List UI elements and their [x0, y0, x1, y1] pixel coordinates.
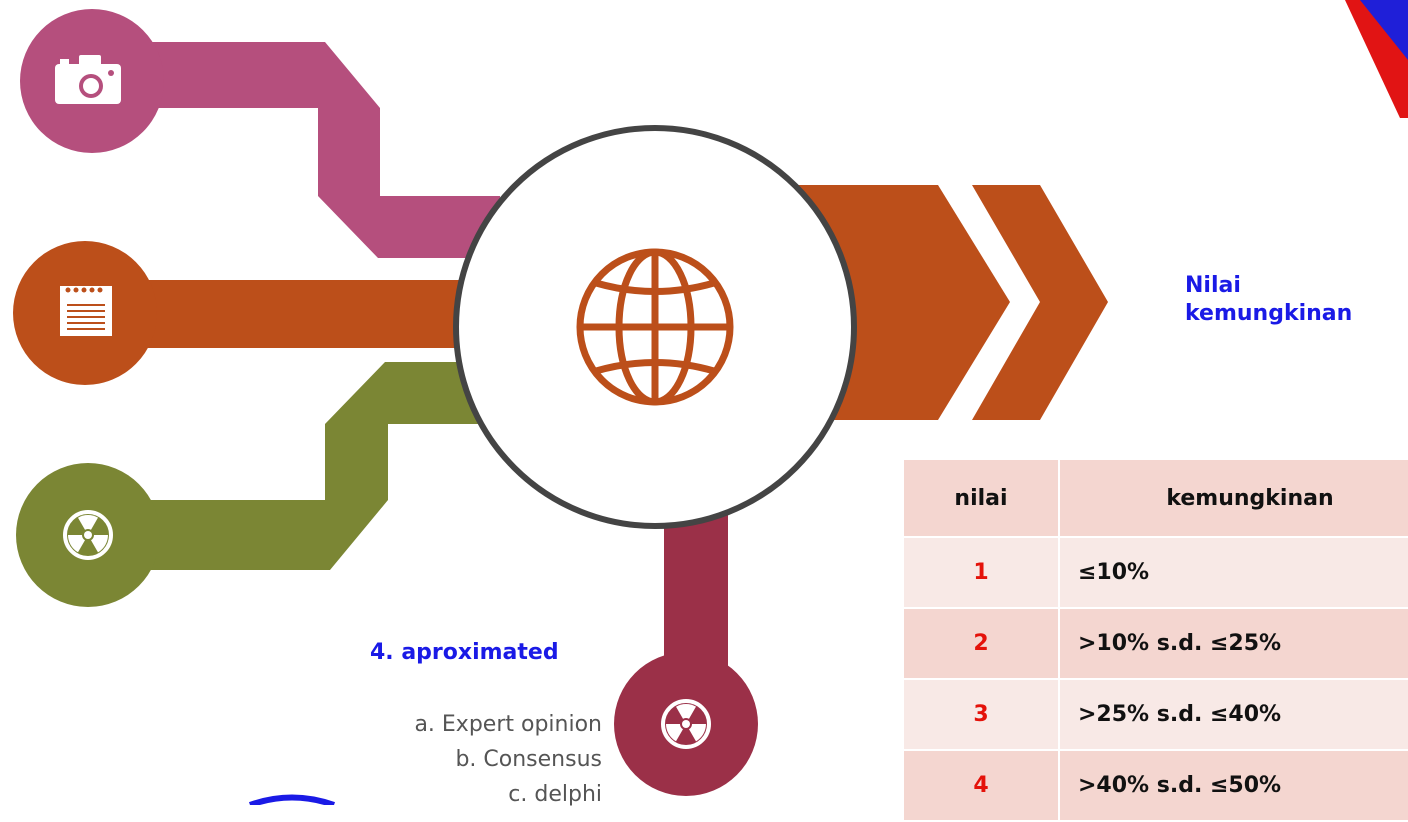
- method-consensus: b. Consensus: [455, 747, 602, 772]
- result-label: Nilai kemungkinan: [1185, 272, 1352, 328]
- table-header-row: nilai kemungkinan: [904, 460, 1408, 538]
- maroon-connector: [664, 500, 728, 680]
- notepad-icon: [60, 286, 112, 336]
- table-row: 3 >25% s.d. ≤40%: [904, 679, 1408, 751]
- diagram-canvas: [13, 0, 1408, 805]
- row-nilai: 1: [904, 537, 1060, 609]
- header-kemungkinan: kemungkinan: [1059, 460, 1408, 538]
- result-label-line1: Nilai: [1185, 273, 1241, 298]
- table-row: 2 >10% s.d. ≤25%: [904, 608, 1408, 680]
- approximated-heading: 4. aproximated: [370, 640, 559, 665]
- row-kemungkinan: >10% s.d. ≤25%: [1059, 608, 1408, 680]
- header-nilai: nilai: [904, 460, 1060, 538]
- radiation-icon: [661, 699, 711, 749]
- table-row: 4 >40% s.d. ≤50%: [904, 750, 1408, 822]
- camera-icon: [55, 55, 121, 104]
- row-nilai: 2: [904, 608, 1060, 680]
- olive-connector: [100, 362, 500, 570]
- result-label-line2: kemungkinan: [1185, 301, 1353, 326]
- row-nilai: 3: [904, 679, 1060, 751]
- method-delphi: c. delphi: [508, 782, 602, 807]
- globe-icon: [576, 248, 734, 406]
- row-kemungkinan: >40% s.d. ≤50%: [1059, 750, 1408, 822]
- likelihood-table: nilai kemungkinan 1 ≤10% 2 >10% s.d. ≤25…: [904, 460, 1408, 822]
- row-kemungkinan: >25% s.d. ≤40%: [1059, 679, 1408, 751]
- blue-arc-decoration: [248, 794, 336, 805]
- row-nilai: 4: [904, 750, 1060, 822]
- radiation-icon: [63, 510, 113, 560]
- pink-connector: [100, 42, 500, 258]
- orange-chevron: [972, 185, 1108, 420]
- orange-connector: [100, 280, 500, 348]
- table-row: 1 ≤10%: [904, 537, 1408, 609]
- corner-decoration: [1345, 0, 1408, 118]
- row-kemungkinan: ≤10%: [1059, 537, 1408, 609]
- method-expert-opinion: a. Expert opinion: [414, 712, 602, 737]
